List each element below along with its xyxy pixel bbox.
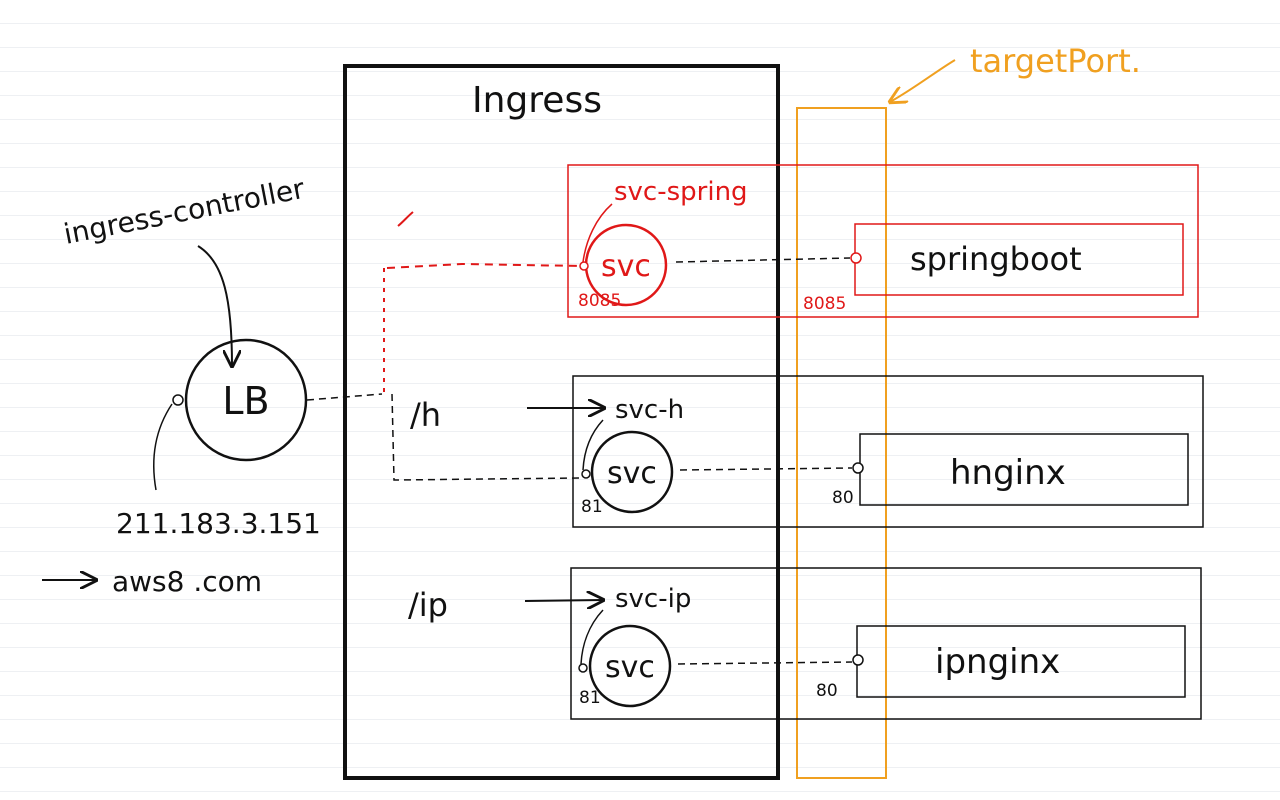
svc-ip-port: 81 — [579, 688, 601, 708]
svc-h-node — [590, 430, 674, 514]
hnginx-port-dot — [852, 462, 864, 474]
svc-h-port: 81 — [581, 497, 603, 517]
svc-ip-target-port: 80 — [816, 681, 838, 701]
ingress-controller-label: ingress-controller — [61, 172, 308, 251]
domain-label: aws8 .com — [112, 565, 262, 598]
lb-ip-leader — [153, 403, 173, 491]
svc-h-node-label: svc — [607, 456, 657, 491]
ipnginx-label: ipnginx — [935, 642, 1060, 682]
path-ip-arrow — [524, 600, 603, 601]
ingress-title: Ingress — [472, 80, 602, 121]
spring-route — [386, 262, 583, 269]
path-h-label: /h — [410, 396, 441, 434]
svc-spring-group — [567, 164, 1199, 318]
target-port-label: targetPort. — [970, 42, 1141, 80]
svc-h-port-dot — [581, 469, 591, 479]
lb-port-dot — [172, 394, 184, 406]
target-port-column — [796, 107, 887, 779]
svc-spring-leader — [582, 203, 613, 263]
path-ip-label: /ip — [408, 586, 448, 624]
svc-ip-port-dot — [578, 663, 588, 673]
svc-ip-leader — [580, 609, 604, 665]
svc-spring-link — [675, 257, 851, 263]
springboot-port-dot — [850, 252, 862, 264]
spring-route — [397, 211, 414, 227]
lb-label: LB — [222, 379, 269, 423]
svc-ip-node — [588, 624, 672, 708]
svc-ip-node-label: svc — [605, 650, 655, 685]
svc-h-name: svc-h — [615, 395, 684, 425]
svc-spring-port-dot — [579, 261, 589, 271]
svc-h-link — [679, 467, 853, 471]
svc-h-leader — [582, 419, 604, 471]
ipnginx-port-dot — [852, 654, 864, 666]
svc-h-target-port: 80 — [832, 488, 854, 508]
h-route — [391, 393, 583, 481]
springboot-label: springboot — [910, 240, 1082, 278]
svc-ip-name: svc-ip — [615, 584, 691, 614]
svc-h-group — [572, 375, 1204, 528]
lb-ip: 211.183.3.151 — [116, 507, 321, 540]
controller-arrow — [197, 245, 232, 366]
svc-spring-port: 8085 — [578, 291, 621, 311]
hnginx-label: hnginx — [950, 453, 1066, 493]
ingress-box — [343, 64, 780, 780]
svc-spring-node-label: svc — [601, 249, 651, 284]
lb-node — [184, 338, 308, 462]
svc-spring-name: svc-spring — [614, 177, 748, 207]
svc-ip-group — [570, 567, 1202, 720]
svc-ip-link — [677, 661, 853, 665]
target-port-arrow — [890, 59, 956, 102]
svc-spring-target-port: 8085 — [803, 294, 846, 314]
lb-to-ingress-link — [306, 393, 383, 401]
